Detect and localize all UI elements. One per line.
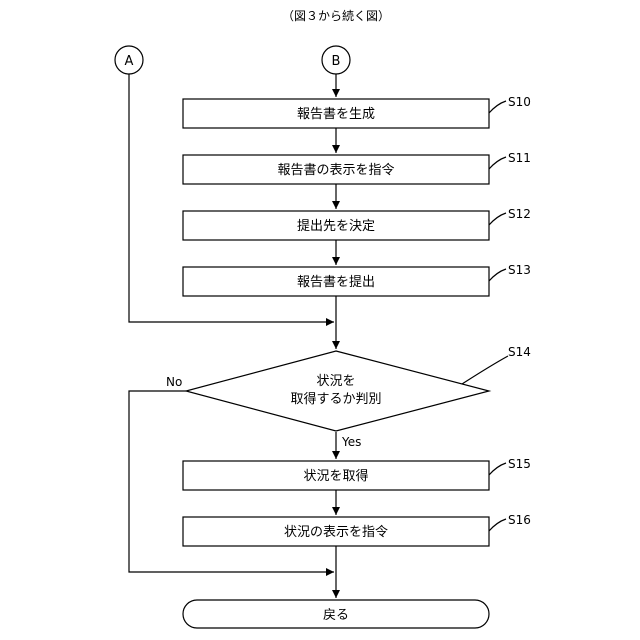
decision-s14-line2: 取得するか判別 [290,391,381,407]
step-s12-text: 提出先を決定 [297,218,375,234]
decision-s14-id: S14 [508,345,531,359]
step-s11-text: 報告書の表示を指令 [277,163,394,178]
step-s10-text: 報告書を生成 [297,107,375,122]
leader-s16 [489,519,506,531]
leader-s10 [489,101,506,113]
figure-caption: （図３から続く図） [282,9,390,23]
connector-a-label: A [125,54,134,69]
decision-s14-line1: 状況を [316,374,355,389]
step-s16-text: 状況の表示を指令 [284,525,388,540]
step-s15-id: S15 [508,457,531,471]
leader-s13 [489,269,506,281]
yes-label: Yes [341,435,361,449]
connector-b-label: B [332,54,341,69]
end-terminal-text: 戻る [323,608,349,623]
step-s13-id: S13 [508,263,531,277]
leader-s14 [462,356,508,384]
step-s13-text: 報告書を提出 [297,274,375,290]
step-s16-id: S16 [508,513,531,527]
step-s10-id: S10 [508,95,531,109]
step-s15-text: 状況を取得 [303,468,368,484]
decision-s14-diamond [186,351,489,431]
leader-s12 [489,213,506,225]
no-label: No [166,375,182,389]
leader-s15 [489,463,506,475]
step-s11-id: S11 [508,151,531,165]
step-s12-id: S12 [508,207,531,221]
leader-s11 [489,157,506,169]
